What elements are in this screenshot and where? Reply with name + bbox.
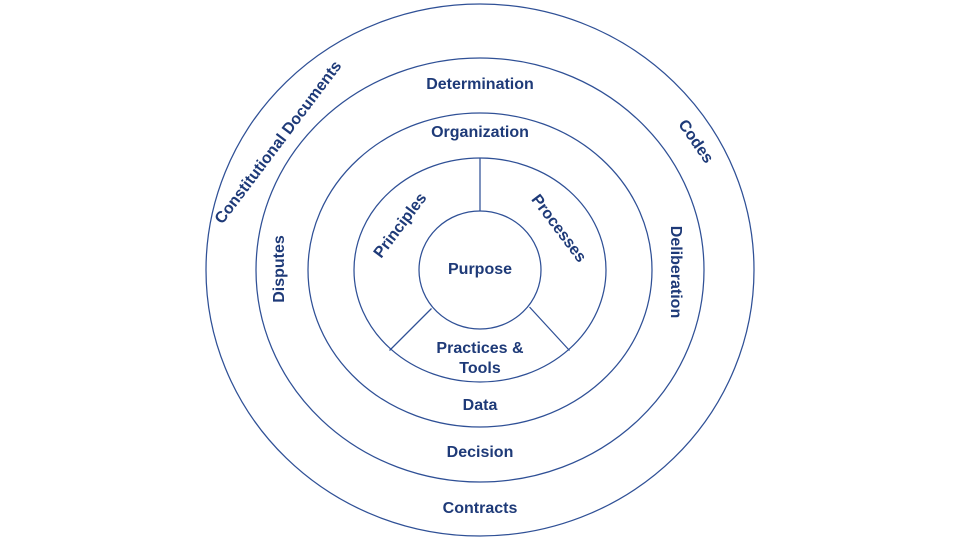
- label-organization: Organization: [431, 124, 529, 141]
- label-decision: Decision: [446, 444, 514, 461]
- sector-divider-lower-right: [529, 306, 570, 351]
- outer-ring-circle: [205, 3, 755, 537]
- label-data: Data: [462, 397, 498, 414]
- label-determination: Determination: [426, 76, 534, 93]
- label-practices-tools-line2: Tools: [459, 360, 501, 377]
- center-circle: [418, 210, 542, 330]
- label-disputes: Disputes: [271, 235, 288, 303]
- sector-divider-lower-left: [389, 308, 432, 351]
- label-deliberation: Deliberation: [667, 225, 684, 319]
- label-practices-tools-line1: Practices &: [436, 340, 524, 357]
- label-practices-tools: Practices & Tools: [436, 339, 523, 379]
- second-ring-circle: [307, 112, 653, 428]
- label-purpose: Purpose: [447, 261, 513, 278]
- third-ring-circle: [255, 57, 705, 483]
- label-contracts: Contracts: [442, 500, 518, 517]
